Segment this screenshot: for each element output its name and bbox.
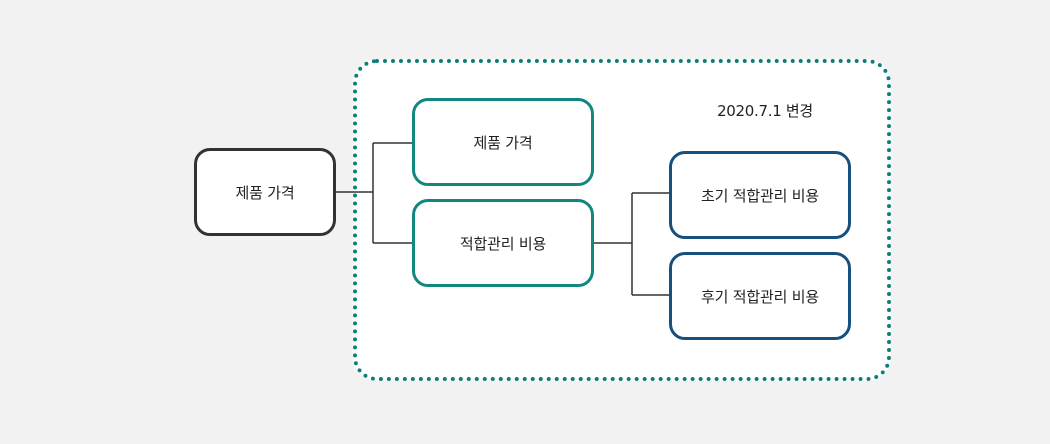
change-date-note: 2020.7.1 변경 [717,102,813,120]
root-node-product-price: 제품 가격 [194,148,336,236]
node-initial-compliance-cost: 초기 적합관리 비용 [669,151,851,239]
root-node-label: 제품 가격 [235,183,295,202]
node-compliance-cost-label: 적합관리 비용 [459,234,547,253]
node-later-compliance-cost-label: 후기 적합관리 비용 [701,287,819,306]
node-initial-compliance-cost-label: 초기 적합관리 비용 [701,186,819,205]
node-product-price-label: 제품 가격 [473,133,533,152]
level1-to-level2-connector [593,192,670,296]
node-later-compliance-cost: 후기 적합관리 비용 [669,252,851,340]
node-compliance-cost: 적합관리 비용 [412,199,594,287]
node-product-price: 제품 가격 [412,98,594,186]
root-to-level1-connector [335,142,413,244]
